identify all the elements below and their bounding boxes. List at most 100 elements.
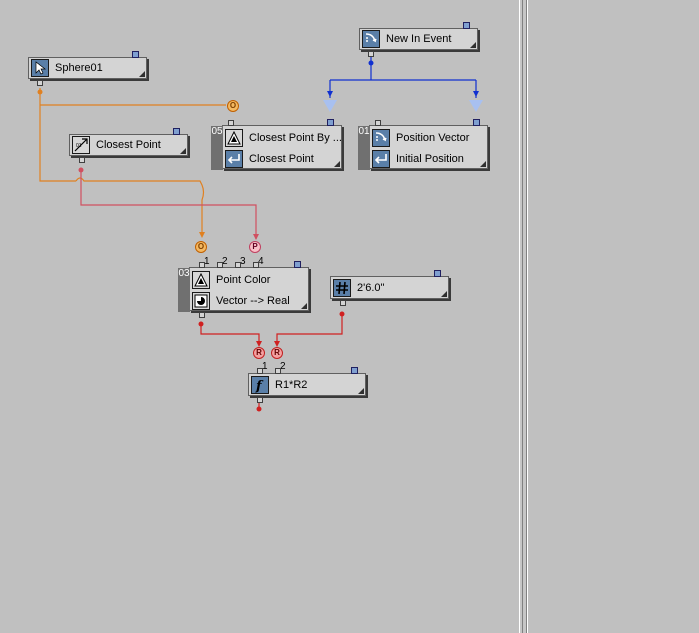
output-port[interactable] xyxy=(257,397,263,403)
arrowhead-r2 xyxy=(274,341,280,347)
node-label: Closest Point xyxy=(96,139,161,151)
output-port[interactable] xyxy=(368,51,374,57)
resize-corner[interactable] xyxy=(334,161,340,167)
arrowhead-event-left xyxy=(327,91,333,97)
pointcolor-to-r1 xyxy=(200,324,260,345)
event-icon xyxy=(372,129,390,147)
node-label: Sphere01 xyxy=(55,62,103,74)
pin-r1[interactable]: R xyxy=(253,347,265,359)
input-port-2[interactable] xyxy=(275,368,281,374)
node-row2-label: Vector --> Real xyxy=(216,295,290,307)
pin-o[interactable]: O xyxy=(195,241,207,253)
event-trigger-right[interactable] xyxy=(469,100,483,112)
node-row2-label: Closest Point xyxy=(249,153,314,165)
arrowhead-event-right xyxy=(473,91,479,97)
input-index-1: 1 xyxy=(262,361,268,372)
closest-wires xyxy=(80,172,257,239)
input-port-2[interactable] xyxy=(217,262,223,268)
node-badge: 05 xyxy=(211,126,223,170)
cursor-icon xyxy=(31,59,49,77)
node-position-vector[interactable]: 01 Position Vector Initial Position xyxy=(358,119,488,170)
sphere-wire-hop xyxy=(75,177,205,236)
node-label: 2'6.0" xyxy=(357,282,385,294)
closest-wire-dot xyxy=(78,167,84,173)
scalar-out-dot xyxy=(339,311,345,317)
event-wires xyxy=(329,56,477,98)
scalar-to-r2 xyxy=(276,314,343,345)
node-closest-point-by[interactable]: 05 Closest Point By ... Closest Point xyxy=(211,119,342,170)
node-tab[interactable] xyxy=(294,261,301,268)
node-expression[interactable]: f R1*R2 xyxy=(248,367,366,403)
convert-icon xyxy=(192,292,210,310)
node-tab[interactable] xyxy=(434,270,441,277)
node-badge: 03 xyxy=(178,268,190,312)
pointcolor-out-dot xyxy=(198,321,204,327)
output-port[interactable] xyxy=(199,312,205,318)
arrowhead-p xyxy=(253,234,259,240)
triangle-icon xyxy=(225,129,243,147)
event-wire-dot xyxy=(368,60,374,66)
output-port[interactable] xyxy=(79,157,85,163)
input-index-3: 3 xyxy=(240,256,246,267)
input-port-4[interactable] xyxy=(253,262,259,268)
schematic-canvas[interactable]: Sphere01 New In Event 01 Closest Point O xyxy=(0,0,519,633)
hash-icon xyxy=(333,279,351,297)
node-label: R1*R2 xyxy=(275,379,308,391)
output-port[interactable] xyxy=(340,300,346,306)
resize-corner[interactable] xyxy=(480,161,486,167)
node-tab[interactable] xyxy=(473,119,480,126)
resize-corner[interactable] xyxy=(301,303,307,309)
node-badge: 01 xyxy=(358,126,370,170)
input-index-1: 1 xyxy=(204,256,210,267)
expr-out-dot xyxy=(256,406,262,412)
node-row1-label: Position Vector xyxy=(396,132,470,144)
node-label: New In Event xyxy=(386,33,452,45)
sphere-wires xyxy=(39,88,226,236)
node-tab[interactable] xyxy=(132,51,139,58)
arrowhead-o xyxy=(199,232,205,238)
sphere-wire-down xyxy=(39,88,76,182)
return-arrow-icon xyxy=(225,150,243,168)
event-trigger-left[interactable] xyxy=(323,100,337,112)
triangle-icon xyxy=(192,271,210,289)
resize-corner[interactable] xyxy=(139,71,145,77)
resize-corner[interactable] xyxy=(470,42,476,48)
node-sphere01[interactable]: Sphere01 xyxy=(28,51,147,86)
sphere-wire-dot xyxy=(37,89,43,95)
output-port[interactable] xyxy=(37,80,43,86)
node-tab[interactable] xyxy=(327,119,334,126)
function-icon: f xyxy=(251,376,269,394)
wires-layer xyxy=(37,56,479,412)
right-panel xyxy=(527,0,699,633)
closest-point-icon: 01 xyxy=(72,136,90,154)
input-port[interactable] xyxy=(228,120,234,126)
node-new-in-event[interactable]: New In Event xyxy=(359,22,478,57)
input-index-4: 4 xyxy=(258,256,264,267)
pin-o[interactable]: O xyxy=(227,100,239,112)
pin-p[interactable]: P xyxy=(249,241,261,253)
closest-wire-down xyxy=(80,172,257,239)
input-port-1[interactable] xyxy=(257,368,263,374)
node-row2-label: Initial Position xyxy=(396,153,464,165)
resize-corner[interactable] xyxy=(180,148,186,154)
pin-r2[interactable]: R xyxy=(271,347,283,359)
node-tab[interactable] xyxy=(463,22,470,29)
resize-corner[interactable] xyxy=(358,388,364,394)
node-row1-label: Point Color xyxy=(216,274,271,286)
node-scalar[interactable]: 2'6.0" xyxy=(330,270,449,306)
node-tab[interactable] xyxy=(351,367,358,374)
resize-corner[interactable] xyxy=(441,291,447,297)
panel-splitter[interactable] xyxy=(519,0,527,633)
node-point-color[interactable]: 03 Point Color Vector --> Real xyxy=(178,261,309,318)
svg-text:01: 01 xyxy=(76,143,82,149)
event-icon xyxy=(362,30,380,48)
input-index-2: 2 xyxy=(280,361,286,372)
input-port[interactable] xyxy=(375,120,381,126)
svg-text:f: f xyxy=(255,379,264,393)
return-arrow-icon xyxy=(372,150,390,168)
input-port-1[interactable] xyxy=(199,262,205,268)
node-closest-point[interactable]: 01 Closest Point xyxy=(69,128,188,163)
arrowhead-r1 xyxy=(256,341,262,347)
input-port-3[interactable] xyxy=(235,262,241,268)
node-tab[interactable] xyxy=(173,128,180,135)
